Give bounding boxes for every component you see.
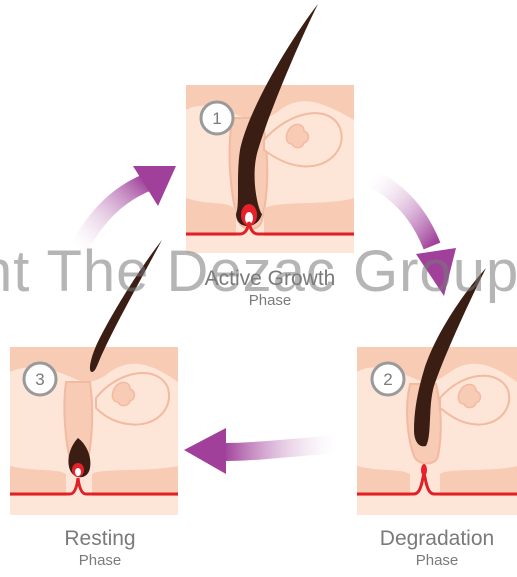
phase-subtitle: Phase bbox=[15, 553, 185, 568]
phase-title: Degradation bbox=[352, 528, 517, 549]
phase-title: Active Growth bbox=[180, 268, 360, 289]
panel-active-growth: 1 bbox=[186, 4, 354, 253]
phase-number-3: 3 bbox=[35, 370, 44, 389]
phase-subtitle: Phase bbox=[352, 553, 517, 568]
phase-number-1: 1 bbox=[212, 109, 221, 128]
panel-resting: 3 bbox=[10, 240, 178, 515]
phase-label-degradation: Degradation Phase bbox=[352, 528, 517, 568]
arrow-degradation-to-resting bbox=[184, 428, 336, 474]
arrow-growth-to-degradation bbox=[372, 178, 456, 296]
panel-degradation: 2 bbox=[357, 268, 517, 515]
phase-number-2: 2 bbox=[383, 370, 392, 389]
phase-title: Resting bbox=[15, 528, 185, 549]
phase-subtitle: Phase bbox=[180, 293, 360, 308]
arrow-resting-to-growth bbox=[78, 166, 176, 250]
phase-label-resting: Resting Phase bbox=[15, 528, 185, 568]
phase-label-active-growth: Active Growth Phase bbox=[180, 268, 360, 308]
